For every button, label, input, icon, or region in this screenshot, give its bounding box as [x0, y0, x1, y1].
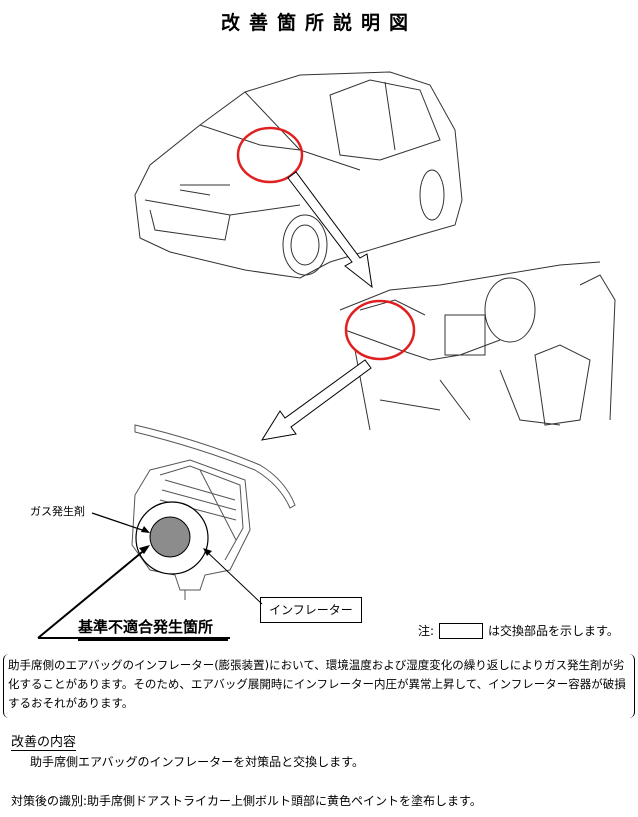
defect-location-label: 基準不適合発生箇所	[78, 616, 228, 641]
inflator-label: インフレーター	[260, 597, 362, 623]
legend-note: 注: は交換部品を示します。	[418, 622, 619, 639]
defect-description: 助手席側のエアバッグのインフレーター(膨張装置)において、環境温度および湿度変化…	[3, 654, 635, 718]
airbag-module-illustration	[131, 424, 296, 600]
arrow-to-dashboard	[287, 171, 373, 289]
note-suffix: は交換部品を示します。	[488, 624, 619, 638]
note-prefix: 注:	[418, 624, 435, 638]
gas-generant-label: ガス発生剤	[30, 505, 85, 518]
car-illustration	[134, 71, 463, 279]
page-title: 改善箇所説明図	[220, 12, 417, 34]
airbag-highlight-circle	[344, 299, 416, 361]
dashboard-illustration	[339, 261, 616, 431]
fix-text: 助手席側エアバッグのインフレーターを対策品と交換します。	[30, 755, 364, 769]
replacement-part-swatch	[439, 622, 484, 639]
identification-text: 対策後の識別:助手席側ドアストライカー上側ボルト頭部に黄色ペイントを塗布します。	[11, 794, 482, 808]
gas-generant-shape	[149, 516, 191, 558]
arrow-to-airbag	[260, 359, 372, 441]
windshield-highlight-circle	[236, 126, 304, 184]
fix-heading: 改善の内容	[11, 731, 77, 751]
